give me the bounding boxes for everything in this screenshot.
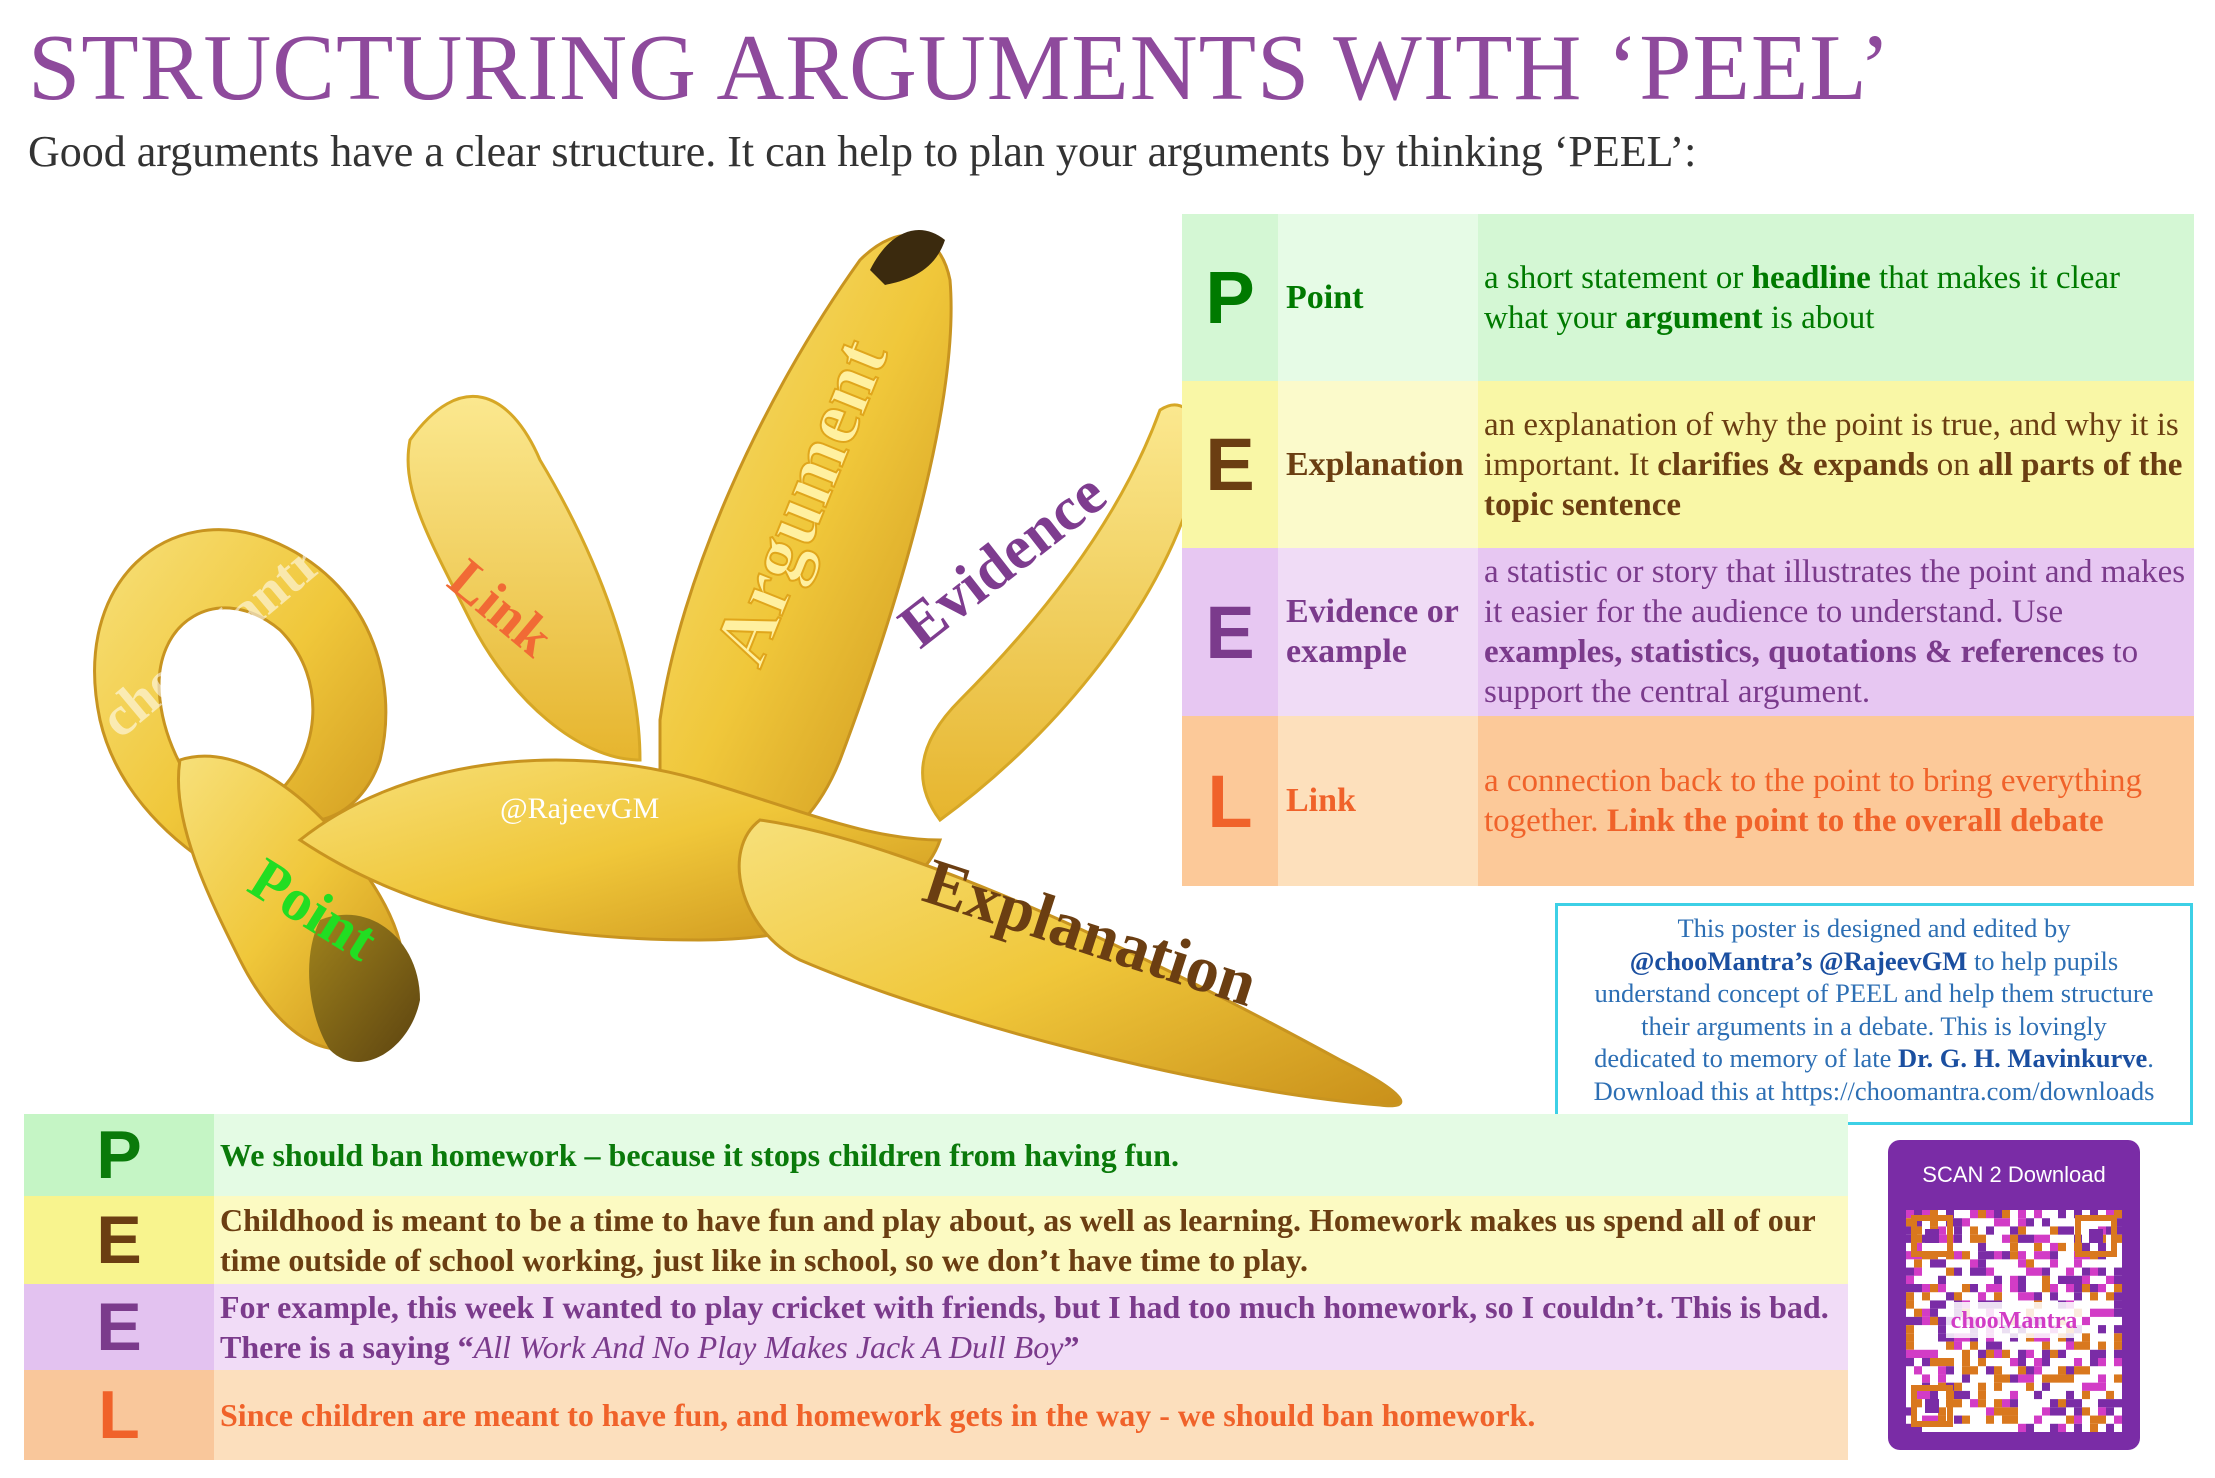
peel-explanation (737, 818, 1403, 1108)
qr-finder-icon (1925, 1229, 1939, 1243)
definition-term: Evidence or example (1278, 548, 1478, 716)
definition-desc-text: a statistic or story that illustrates th… (1484, 554, 2186, 710)
example-row-explanation: E Childhood is meant to be a time to hav… (24, 1196, 1848, 1284)
definition-letter: L (1182, 716, 1278, 886)
credit-handle: @RajeevGM (500, 792, 659, 825)
credit-box: This poster is designed and edited by @c… (1555, 903, 2193, 1125)
definition-row-link: L Link a connection back to the point to… (1182, 716, 2194, 886)
peel-definition-table: P Point a short statement or headline th… (1182, 214, 2194, 886)
example-text-content: Childhood is meant to be a time to have … (220, 1202, 1816, 1278)
example-text: Since children are meant to have fun, an… (214, 1370, 1848, 1460)
qr-brand-logo: chooMantra (1951, 1308, 2078, 1334)
credit-dedication: Dr. G. H. Mavinkurve (1897, 1043, 2148, 1073)
example-text: Childhood is meant to be a time to have … (214, 1196, 1848, 1284)
definition-row-explanation: E Explanation an explanation of why the … (1182, 381, 2194, 548)
credit-authors: @chooMantra’s @RajeevGM (1629, 945, 1968, 976)
peel-example-table: P We should ban homework – because it st… (24, 1114, 1848, 1460)
example-row-evidence: E For example, this week I wanted to pla… (24, 1284, 1848, 1370)
definition-row-evidence: E Evidence or example a statistic or sto… (1182, 548, 2194, 716)
qr-finder-icon (2089, 1229, 2103, 1243)
poster-title: STRUCTURING ARGUMENTS WITH ‘PEEL’ (28, 16, 1892, 120)
credit-line: @chooMantra’s @RajeevGM to help pupils (1558, 945, 2190, 978)
qr-code-pattern: chooMantra (1906, 1210, 2122, 1432)
definition-desc: a short statement or headline that makes… (1478, 214, 2194, 381)
example-row-point: P We should ban homework – because it st… (24, 1114, 1848, 1196)
example-row-link: L Since children are meant to have fun, … (24, 1370, 1848, 1460)
definition-letter: P (1182, 214, 1278, 381)
definition-desc: a connection back to the point to bring … (1478, 716, 2194, 886)
qr-finder-icon (1925, 1399, 1939, 1413)
example-text: We should ban homework – because it stop… (214, 1114, 1848, 1196)
credit-line: This poster is designed and edited by (1677, 913, 2071, 943)
definition-desc-text: an explanation of why the point is true,… (1484, 406, 2183, 523)
qr-finder-icon (1911, 1385, 1953, 1427)
example-text-content: For example, this week I wanted to play … (220, 1289, 1829, 1365)
download-link[interactable]: Download this at https://choomantra.com/… (1593, 1075, 2155, 1106)
qr-download-card[interactable]: SCAN 2 Download chooMantra (1888, 1140, 2140, 1450)
credit-text: . (2147, 1043, 2154, 1073)
credit-line: dedicated to memory of late Dr. G. H. Ma… (1558, 1042, 2190, 1075)
definition-term: Link (1278, 716, 1478, 886)
example-letter: E (24, 1196, 214, 1284)
definition-term: Explanation (1278, 381, 1478, 548)
definition-letter: E (1182, 548, 1278, 716)
definition-desc-text: a short statement or headline that makes… (1484, 259, 2121, 336)
definition-letter: E (1182, 381, 1278, 548)
definition-row-point: P Point a short statement or headline th… (1182, 214, 2194, 381)
example-text-content: Since children are meant to have fun, an… (220, 1397, 1536, 1433)
definition-desc: a statistic or story that illustrates th… (1478, 548, 2194, 716)
example-text: For example, this week I wanted to play … (214, 1284, 1848, 1370)
banana-illustration: Link Argument Evidence Explanation Point… (89, 230, 1403, 1108)
qr-code[interactable]: chooMantra (1906, 1210, 2122, 1432)
qr-finder-icon (2075, 1215, 2117, 1257)
definition-desc: an explanation of why the point is true,… (1478, 381, 2194, 548)
example-letter: L (24, 1370, 214, 1460)
credit-line: understand concept of PEEL and help them… (1594, 978, 2154, 1008)
definition-term: Point (1278, 214, 1478, 381)
credit-line: their arguments in a debate. This is lov… (1641, 1010, 2107, 1041)
poster-subtitle: Good arguments have a clear structure. I… (28, 127, 1697, 176)
definition-desc-text: a connection back to the point to bring … (1484, 763, 2142, 839)
example-letter: E (24, 1284, 214, 1370)
qr-finder-icon (1911, 1215, 1953, 1257)
example-letter: P (24, 1114, 214, 1196)
credit-text: to help pupils (1967, 945, 2119, 976)
qr-label: SCAN 2 Download (1922, 1162, 2106, 1187)
credit-text: dedicated to memory of late (1594, 1043, 1898, 1073)
example-text-content: We should ban homework – because it stop… (220, 1137, 1179, 1173)
peel-link (406, 395, 642, 762)
